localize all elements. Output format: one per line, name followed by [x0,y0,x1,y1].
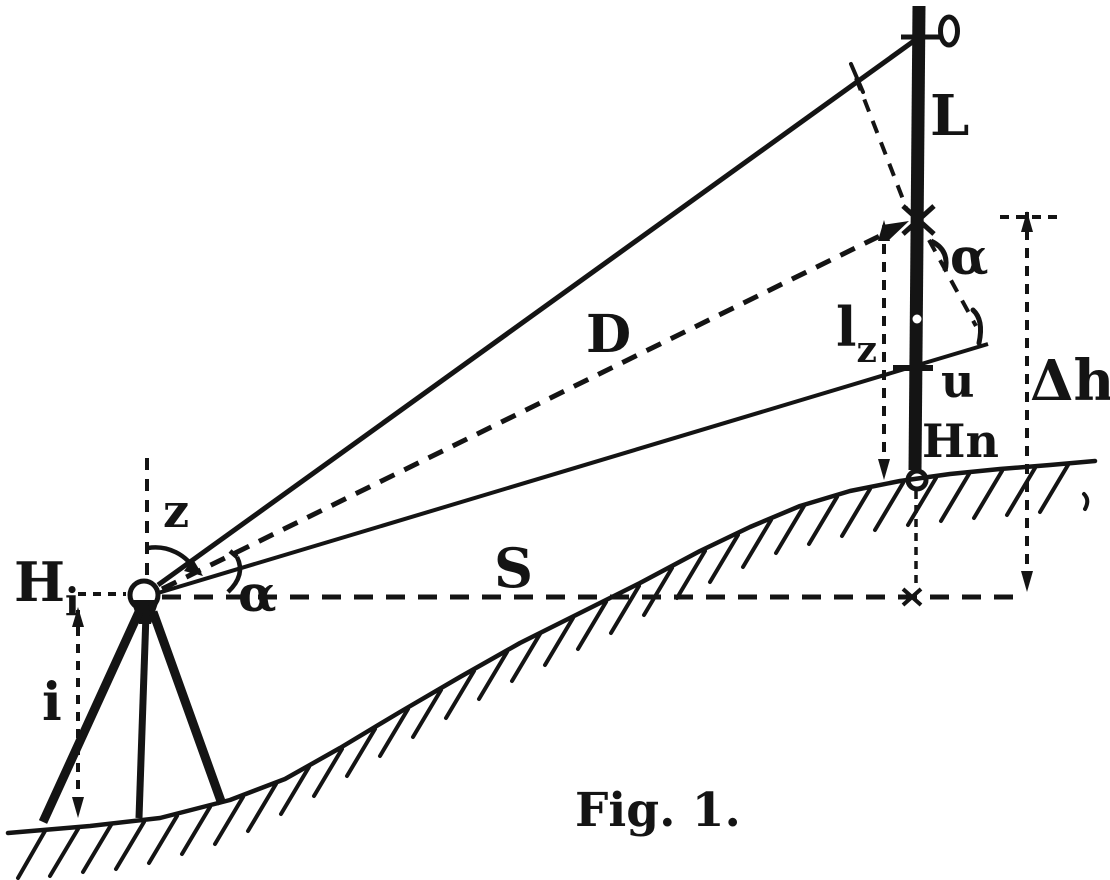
instrument-height-arrow-up [72,607,84,627]
figure-caption: Fig. 1. [575,783,741,838]
slope-distance-arrowhead [882,221,909,240]
label-lz-subscript: z [857,329,877,371]
alpha-arc-at-staff [929,238,949,272]
ground-end-tick [1082,492,1090,511]
label-u: u [941,354,974,408]
label-delta-h: Δh [1030,348,1110,414]
label-alpha-staff: α [950,227,988,286]
staff-graduation-dot [912,314,922,324]
lower-sight-line [157,342,989,595]
label-Hi: Hi [14,550,79,624]
cross-mark-on-staff [901,204,936,236]
label-Hi-subscript: i [65,579,79,624]
horizontal-distance [162,491,1018,607]
tripod-leg-middle [135,613,150,819]
label-z: z [163,484,189,538]
lz-arrow-up [878,220,890,241]
dh-arrow-up [1021,211,1033,232]
alpha-arc-at-station [226,549,243,594]
label-lz-base: l [836,295,857,359]
normal-line-upper-part [854,77,908,208]
staff-pole [908,5,926,471]
instrument-height-arrow-down [72,797,84,818]
normal-line-top-tick [849,62,865,94]
labels: L α lz u Hn Δh D z α S Hi i Fig. 1. [14,83,1110,838]
ground-hatching [16,463,1070,880]
label-alpha-station: α [238,564,276,623]
normal-line-end-hook [970,307,983,346]
station-mark-under-staff [901,587,923,607]
label-L: L [930,83,969,149]
sight-lines [156,35,989,595]
levelling-staff [893,5,960,492]
slope-distance-line-D [160,224,900,592]
instrument-circle [127,578,161,612]
label-S: S [494,536,533,600]
upper-sight-line [156,35,920,588]
dh-arrow-down [1021,571,1033,592]
staff-reading-measure [878,220,890,480]
height-difference-measure [1000,211,1058,592]
label-i: i [42,672,62,733]
tripod-leg-left [38,610,144,824]
target-point-marker-o [938,14,960,48]
zenith-arc-arrowhead [184,559,203,576]
staff-foot-circle [905,468,929,492]
instrument-station [38,458,243,824]
label-D: D [586,304,631,365]
tripod-leg-right [148,610,227,806]
label-Hi-base: H [14,550,65,614]
lz-arrow-down [878,459,890,480]
label-Hn: Hn [922,414,999,468]
normal-construction-line [849,62,983,346]
label-lz: lz [836,295,877,371]
normal-line-lower-part [927,239,978,327]
